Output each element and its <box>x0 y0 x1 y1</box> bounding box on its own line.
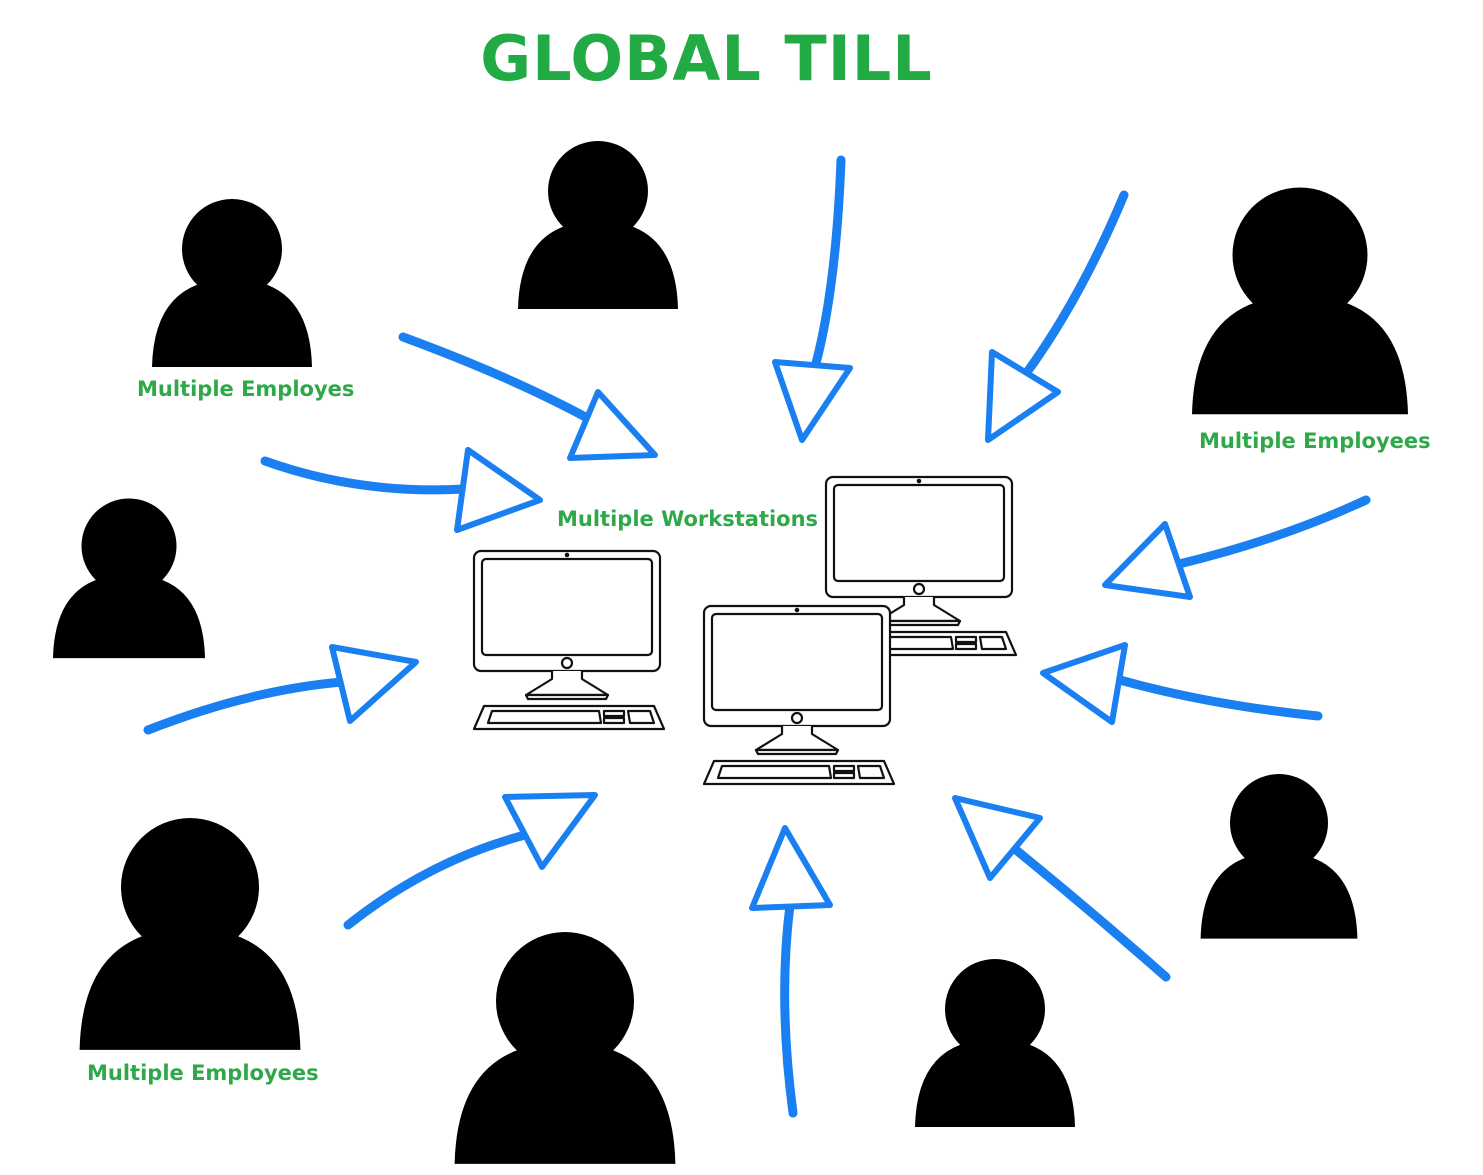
arrow-head <box>567 389 658 461</box>
arrow-icon-left-upper <box>260 447 543 533</box>
arrow-shaft <box>1005 840 1171 982</box>
arrow-shaft <box>810 155 846 372</box>
arrow-shaft <box>343 830 530 930</box>
arrow-shaft <box>260 456 470 495</box>
arrow-head <box>502 792 598 870</box>
arrow-head <box>329 644 419 724</box>
arrow-icon-bottom-right <box>952 795 1171 982</box>
arrow-head <box>1102 521 1193 600</box>
person-icon-bottom-center <box>454 932 676 1164</box>
arrow-icon-top-left <box>398 332 658 461</box>
person-icon-top-left <box>152 199 312 367</box>
employees-label-top-left: Multiple Employes <box>137 377 355 401</box>
arrow-head <box>1040 642 1128 725</box>
person-icon-mid-right <box>1200 774 1358 939</box>
arrow-shaft <box>1170 495 1371 570</box>
arrow-shaft <box>1020 190 1129 380</box>
person-icon-bottom-left <box>79 818 301 1050</box>
person-icon-top-right <box>1192 187 1408 415</box>
arrow-head <box>454 447 543 533</box>
arrow-icon-right-lower <box>1040 642 1323 725</box>
arrow-head <box>749 825 833 911</box>
computer-icon-front <box>702 604 896 786</box>
computer-icon-left <box>472 549 666 731</box>
person-icon-mid-left <box>52 498 205 659</box>
person-icon-bottom-right <box>915 959 1075 1127</box>
arrow-icon-bottom-left <box>343 792 598 930</box>
arrow-shaft <box>1115 675 1323 721</box>
arrow-shaft <box>398 332 605 430</box>
arrow-icon-bottom-center <box>749 825 833 1118</box>
arrow-shaft <box>780 900 798 1118</box>
arrow-shaft <box>143 677 347 735</box>
person-icon-top-center <box>518 141 678 309</box>
workstations-label: Multiple Workstations <box>557 507 819 531</box>
arrow-icon-left-lower <box>143 644 419 735</box>
arrow-icon-right-upper <box>1102 495 1371 600</box>
employees-label-top-right: Multiple Employees <box>1199 429 1431 453</box>
arrow-head <box>772 359 853 443</box>
page-title: GLOBAL TILL <box>480 22 933 95</box>
arrow-icon-top-right <box>985 190 1129 443</box>
employees-label-bottom-left: Multiple Employees <box>87 1061 319 1085</box>
arrows-group <box>143 155 1371 1118</box>
arrow-icon-top-center <box>772 155 853 443</box>
arrow-head <box>985 349 1061 443</box>
arrow-head <box>952 795 1043 881</box>
